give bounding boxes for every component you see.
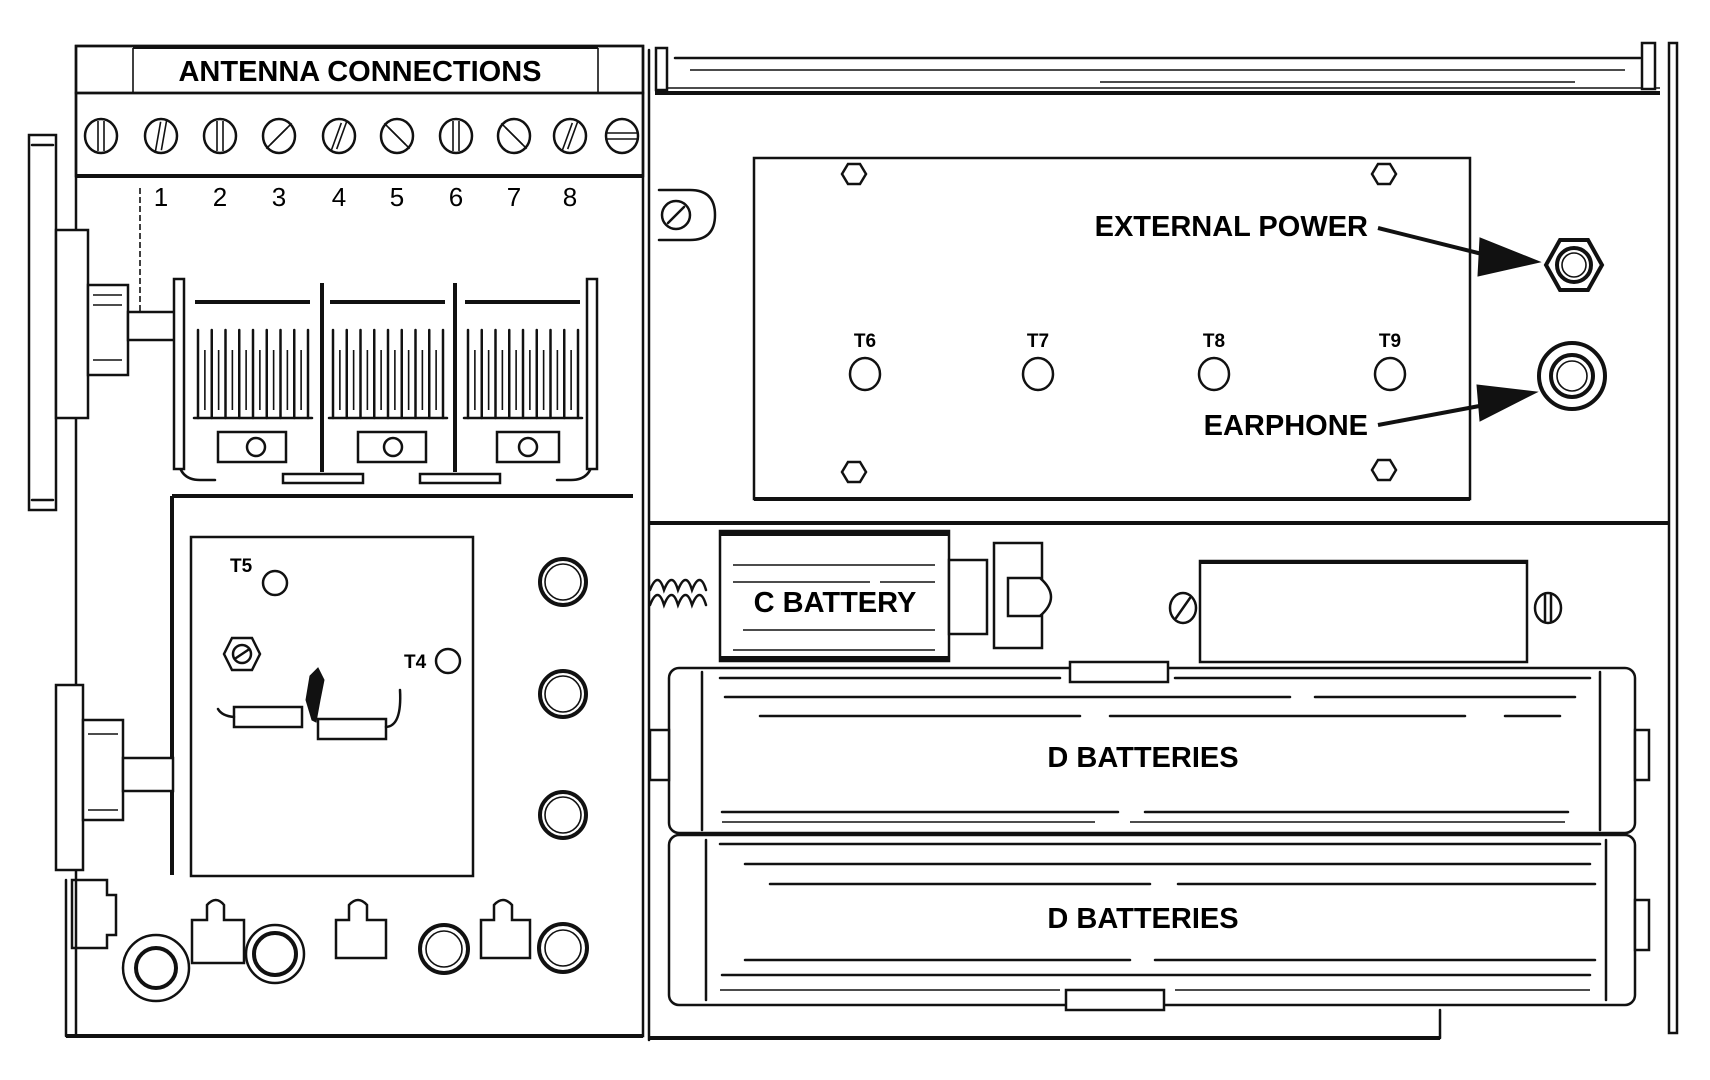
battery-clamp-plate — [1168, 559, 1563, 664]
external-power-label: EXTERNAL POWER — [1095, 211, 1368, 243]
terminal-number: 7 — [507, 182, 521, 212]
jack-icon — [538, 557, 588, 607]
right-side-rail — [1667, 41, 1679, 1035]
bottom-connector-row — [70, 878, 589, 1003]
earphone-jack-icon[interactable] — [1537, 341, 1607, 411]
test-point-label-t7: T7 — [1027, 331, 1049, 352]
terminal-strip-box — [74, 91, 645, 178]
test-point-t8[interactable] — [1197, 356, 1231, 392]
earphone-label: EARPHONE — [1204, 410, 1368, 442]
dial-hub — [54, 228, 90, 420]
arrow-head-icon — [1477, 237, 1542, 277]
c-battery: C BATTERY — [648, 529, 1053, 663]
test-point-t6[interactable] — [848, 356, 882, 392]
terminal-strip — [74, 91, 645, 178]
terminal-lug-icon — [190, 898, 246, 965]
tuning-dial-upper — [27, 133, 177, 512]
terminal-number: 4 — [332, 182, 346, 212]
external-power-jack[interactable] — [1543, 238, 1605, 292]
terminal-screw-icon[interactable] — [496, 117, 532, 155]
transistor-lead-icon — [305, 667, 325, 723]
terminal-screw-icon[interactable] — [143, 117, 179, 155]
arrow-head-icon — [1476, 384, 1539, 422]
terminal-screw-icon[interactable] — [552, 117, 588, 155]
tuning-dial-lower — [54, 683, 175, 872]
jack-icon — [537, 922, 589, 974]
d-batteries-upper-label: D BATTERIES — [1047, 742, 1238, 774]
terminal-numbers: 1 2 3 4 5 6 7 8 — [154, 182, 577, 212]
terminal-screw-icon[interactable] — [83, 117, 119, 155]
d-batteries-upper: D BATTERIES — [648, 660, 1651, 835]
jack-icon — [244, 923, 306, 985]
terminal-screw-icon[interactable] — [604, 117, 640, 155]
left-chassis — [64, 44, 645, 1038]
terminal-number: 6 — [449, 182, 463, 212]
screw-icon — [1533, 591, 1563, 625]
terminal-lug-icon — [334, 898, 388, 960]
terminal-screw-icon[interactable] — [202, 117, 238, 155]
hex-nut-icon — [840, 162, 868, 186]
test-point-label-t6: T6 — [854, 331, 876, 352]
terminal-number: 3 — [272, 182, 286, 212]
jack-icon — [121, 933, 191, 1003]
lower-left-compartment: T5 T4 — [170, 494, 633, 878]
control-plate-box — [752, 156, 1472, 501]
battery-terminal-icon — [1633, 898, 1651, 952]
jack-icon — [538, 790, 588, 840]
variable-capacitor — [172, 277, 599, 485]
right-chassis — [647, 41, 1679, 1042]
antenna-header: ANTENNA CONNECTIONS — [74, 44, 645, 95]
test-point-t5[interactable] — [261, 569, 289, 597]
resistor-icon — [316, 717, 388, 741]
screw-icon — [1168, 591, 1198, 625]
test-point-label-t4: T4 — [404, 652, 427, 673]
terminal-number: 5 — [390, 182, 404, 212]
jack-icon — [418, 923, 470, 975]
jack-icon — [538, 669, 588, 719]
test-point-label-t5: T5 — [230, 556, 253, 577]
dial-shaft — [126, 310, 177, 342]
test-point-t7[interactable] — [1021, 356, 1055, 392]
c-battery-body — [718, 529, 951, 663]
d-batteries-lower: D BATTERIES — [667, 833, 1651, 1012]
dial-disc — [27, 133, 58, 512]
hex-jack-icon[interactable] — [1543, 238, 1605, 292]
antenna-connections-label: ANTENNA CONNECTIONS — [178, 56, 541, 88]
terminal-number: 2 — [213, 182, 227, 212]
clamp-plate-box — [1198, 559, 1529, 664]
c-battery-label: C BATTERY — [754, 587, 917, 619]
terminal-screw-icon[interactable] — [379, 117, 415, 155]
spring-icon — [648, 578, 708, 594]
d-batteries-lower-label: D BATTERIES — [1047, 903, 1238, 935]
control-plate: T6 T7 T8 T9 EXTERNAL POWER EARPHONE — [752, 156, 1542, 501]
earphone-jack[interactable] — [1537, 341, 1607, 411]
circuit-board-panel — [189, 535, 475, 878]
terminal-lug-icon — [479, 898, 532, 960]
terminal-screw-icon[interactable] — [438, 117, 474, 155]
adjustment-nut-icon — [222, 636, 262, 672]
hex-nut-icon — [1370, 162, 1398, 186]
plate-mount-nuts — [840, 162, 1398, 484]
resistor-icon — [232, 705, 304, 729]
test-point-label-t8: T8 — [1203, 331, 1225, 352]
hex-nut-icon — [1370, 458, 1398, 482]
test-point-label-t9: T9 — [1379, 331, 1401, 352]
battery-terminal-icon — [648, 728, 671, 782]
terminal-number: 1 — [154, 182, 168, 212]
test-point-t4[interactable] — [434, 647, 462, 675]
dial-shaft-collar — [86, 283, 130, 377]
terminal-number: 8 — [563, 182, 577, 212]
terminal-screw-icon[interactable] — [321, 117, 357, 155]
battery-terminal-icon — [1633, 728, 1651, 782]
hex-nut-icon — [840, 460, 868, 484]
test-point-t9[interactable] — [1373, 356, 1407, 392]
terminal-screw-icon[interactable] — [261, 117, 297, 155]
